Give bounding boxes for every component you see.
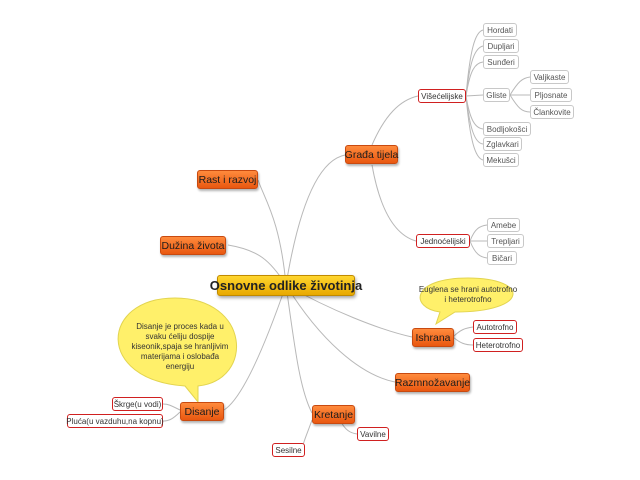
link-jednocelijski-bicari <box>469 240 488 259</box>
link-ishrana-autotrofno <box>452 326 474 338</box>
node-skrge[interactable]: Škrge(u vodi) <box>112 397 163 411</box>
leaf-trepljari[interactable]: Trepljari <box>487 234 524 248</box>
leaf-gliste[interactable]: Gliste <box>483 88 510 102</box>
topic-kretanje[interactable]: Kretanje <box>312 405 355 424</box>
callout-ishrana-bubble <box>419 277 514 326</box>
link-root-disanje <box>223 284 287 411</box>
link-jednocelijski-amebe <box>469 224 488 242</box>
leaf-amebe[interactable]: Amebe <box>487 218 520 232</box>
node-sesilne[interactable]: Sesilne <box>272 443 305 457</box>
link-grada-jednocelijski <box>371 164 417 242</box>
leaf-hordati[interactable]: Hordati <box>483 23 517 37</box>
topic-razmnozavanje[interactable]: Razmnožavanje <box>395 373 470 392</box>
leaf-bodljokosci[interactable]: Bodljokošci <box>483 122 531 136</box>
link-visecelijske-gliste <box>465 94 484 97</box>
link-gliste-clankovite <box>509 94 531 113</box>
link-root-razmnozavanje <box>285 284 396 383</box>
link-visecelijske-mekusci <box>465 95 484 161</box>
leaf-bicari[interactable]: Bičari <box>487 251 517 265</box>
topic-rast-i-razvoj[interactable]: Rast i razvoj <box>197 170 258 189</box>
link-ishrana-heterotrofno <box>452 336 474 346</box>
link-root-grada <box>285 154 346 286</box>
callout-disanje-bubble <box>117 297 237 404</box>
leaf-mekusci[interactable]: Mekušci <box>483 153 519 167</box>
node-vavilne[interactable]: Vavilne <box>357 427 389 441</box>
node-jednocelijski[interactable]: Jednoćelijski <box>416 234 470 248</box>
root-topic[interactable]: Osnovne odlike životinja <box>210 275 362 296</box>
leaf-sunderi[interactable]: Sunđeri <box>483 55 519 69</box>
node-pluca[interactable]: Pluća(u vazduhu,na kopnu) <box>66 414 164 428</box>
link-root-kretanje <box>285 284 313 414</box>
leaf-dupljari[interactable]: Dupljari <box>483 39 519 53</box>
topic-duzina-zivota[interactable]: Dužina života <box>160 236 226 255</box>
node-autotrofno[interactable]: Autotrofno <box>473 320 517 334</box>
link-disanje-skrge <box>162 403 181 411</box>
callout-ishrana-text: Euglena se hrani autotrofno i heterotrof… <box>418 285 518 304</box>
topic-ishrana[interactable]: Ishrana <box>412 328 454 347</box>
leaf-clankovite[interactable]: Člankovite <box>530 105 574 119</box>
link-disanje-pluca <box>162 411 181 422</box>
link-gliste-valjkaste <box>509 76 531 96</box>
leaf-zglavkari[interactable]: Zglavkari <box>483 137 522 151</box>
link-visecelijske-sunderi <box>465 61 484 97</box>
callout-disanje-text: Disanje je proces kada u svaku ćeliju do… <box>131 322 229 371</box>
leaf-pljosnate[interactable]: Pljosnate <box>530 88 572 102</box>
topic-grada-tijela[interactable]: Građa tijela <box>345 145 398 164</box>
node-visecelijske[interactable]: Višećelijske <box>418 89 466 103</box>
node-heterotrofno[interactable]: Heterotrofno <box>473 338 523 352</box>
link-root-rast <box>257 179 287 286</box>
link-grada-visecelijske <box>371 95 419 146</box>
leaf-valjkaste[interactable]: Valjkaste <box>530 70 569 84</box>
topic-disanje[interactable]: Disanje <box>180 402 224 421</box>
